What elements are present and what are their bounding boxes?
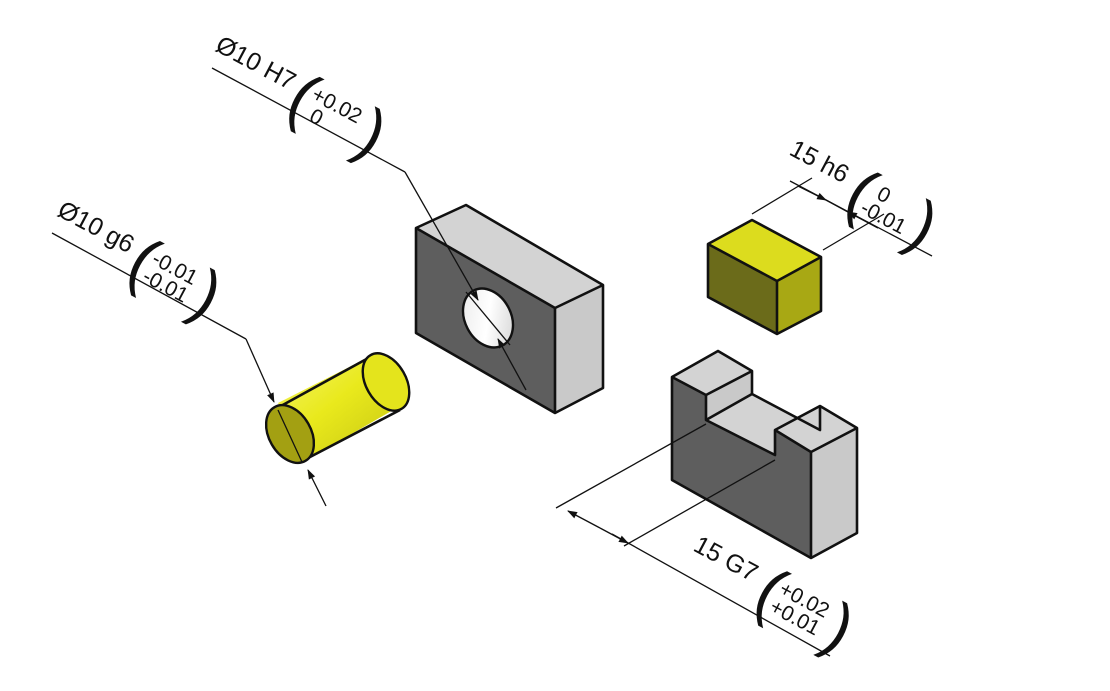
plate-side-face — [555, 285, 603, 413]
shaft-nominal-label: Ø10 g6 — [53, 196, 139, 259]
plate-top-face — [416, 205, 603, 308]
u-block-left-post-top — [672, 351, 752, 395]
yellow-block-part — [706, 218, 823, 336]
yellow-block-front — [708, 244, 777, 334]
plate-part — [414, 203, 605, 415]
slot-nominal-label: 15 G7 — [689, 531, 762, 588]
u-block-front-face — [672, 377, 811, 558]
cylinder-part — [264, 352, 411, 465]
cylinder-front-end — [264, 403, 316, 465]
u-block-side-face — [811, 428, 857, 558]
block-nominal-label: 15 h6 — [785, 135, 853, 189]
slot-dimension: 15 G7 ( +0.02 +0.01 ) — [555, 423, 867, 665]
u-block-slot-wall — [706, 371, 752, 420]
hole-nominal-label: Ø10 H7 — [211, 31, 300, 96]
yellow-block-top — [708, 220, 821, 281]
cylinder-back-end — [361, 352, 411, 412]
u-block-part — [670, 349, 859, 560]
